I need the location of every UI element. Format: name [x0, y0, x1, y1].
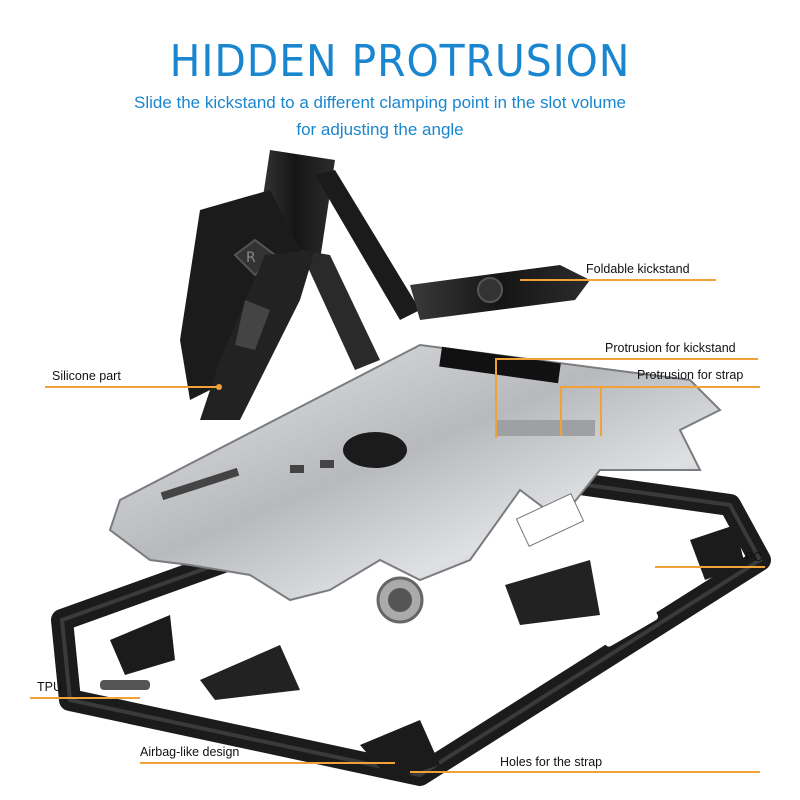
leader-pc — [655, 566, 765, 568]
svg-text:R: R — [246, 250, 256, 266]
callout-dot — [216, 384, 222, 390]
pc-plate — [108, 343, 722, 624]
label-foldable-kickstand: Foldable kickstand — [586, 262, 690, 276]
leader-tpu — [30, 697, 140, 699]
kickstand: R — [180, 150, 590, 420]
page-title: HIDDEN PROTRUSION — [169, 36, 631, 87]
label-airbag-design: Airbag-like design — [140, 745, 240, 759]
leader-protrusion-strap-drop-2 — [600, 386, 602, 436]
label-pc: PC — [745, 550, 763, 564]
label-protrusion-strap: Protrusion for strap — [637, 368, 744, 382]
leader-foldable-kickstand — [520, 279, 716, 281]
label-tpu: TPU — [37, 680, 62, 694]
leader-protrusion-kickstand — [495, 358, 758, 360]
label-silicone-part: Silicone part — [52, 369, 121, 383]
leader-protrusion-strap — [560, 386, 760, 388]
leader-silicone-part — [45, 386, 220, 388]
leader-holes-strap — [410, 771, 760, 773]
leader-protrusion-strap-drop-1 — [560, 386, 562, 436]
label-protrusion-kickstand: Protrusion for kickstand — [605, 341, 736, 355]
label-holes-strap: Holes for the strap — [500, 755, 603, 769]
subtitle-line-1: Slide the kickstand to a different clamp… — [133, 93, 627, 112]
leader-protrusion-kickstand-drop — [495, 358, 497, 438]
leader-airbag-design — [140, 762, 395, 764]
subtitle-line-2: for adjusting the angle — [296, 120, 464, 139]
